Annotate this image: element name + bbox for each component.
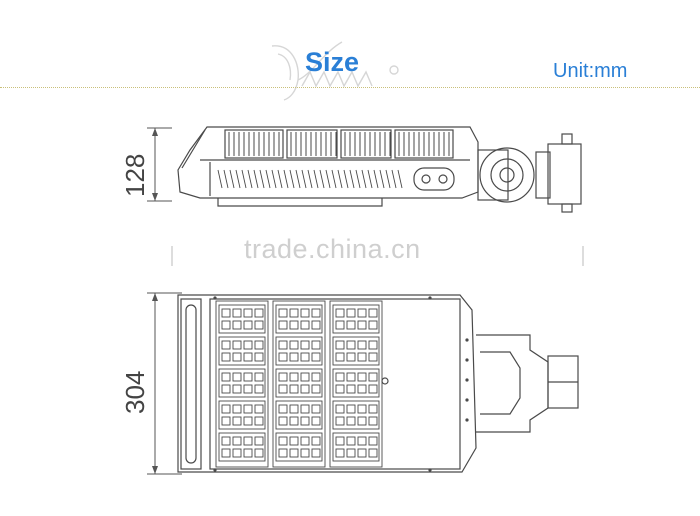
width-dimension-label-box: 304: [120, 371, 150, 414]
size-title: Size: [305, 47, 360, 77]
width-dimension-label: 304: [120, 371, 150, 414]
height-dimension-label-box: 128: [120, 154, 150, 197]
unit-label: Unit:mm: [553, 60, 628, 82]
header-divider: [0, 87, 700, 88]
watermark-text: trade.china.cn: [244, 234, 421, 264]
height-dimension-label: 128: [120, 154, 150, 197]
brand-logo: [271, 41, 399, 101]
